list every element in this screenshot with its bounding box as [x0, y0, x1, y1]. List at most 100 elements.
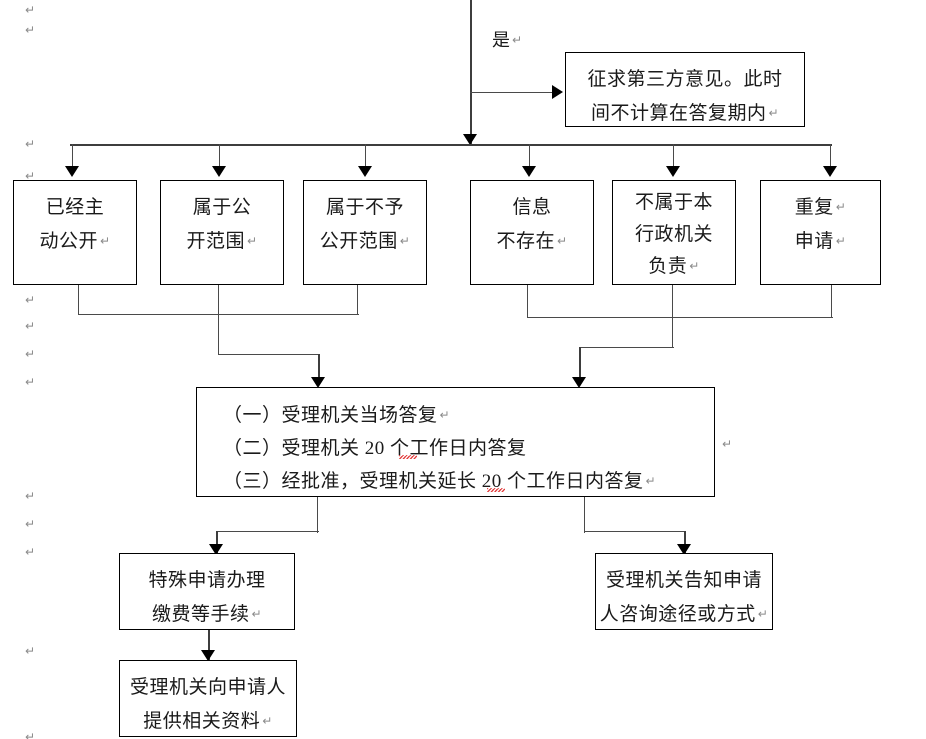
information-not-exist-box[interactable]: 信息 不存在↵	[470, 180, 594, 285]
arrowhead-spine-to-distributor	[463, 134, 477, 145]
connector-drop-6	[830, 144, 831, 170]
connector-merge-right-jog	[579, 347, 674, 348]
duplicate-application-box[interactable]: 重复↵ 申请↵	[760, 180, 881, 285]
not-this-agency-box[interactable]: 不属于本 行政机关 负责↵	[612, 180, 736, 285]
paragraph-mark: ↵	[25, 375, 36, 389]
connector-merge-left-leg-2	[218, 285, 219, 355]
connector-reply-to-special-jog	[216, 531, 319, 532]
paragraph-mark: ↵	[25, 3, 36, 17]
connector-drop-5	[673, 144, 674, 170]
yes-branch-label: 是↵	[492, 31, 522, 49]
arrowhead-right-into-reply-terms	[572, 377, 586, 388]
within-scope-line-2: 开范围↵	[186, 231, 258, 252]
reply-term-line-3: （三）经批准，受理机关延长 20 个工作日内答复↵	[223, 471, 657, 492]
paragraph-mark: ↵	[689, 259, 700, 273]
paragraph-mark: ↵	[25, 347, 36, 361]
already-disclosed-box[interactable]: 已经主 动公开↵	[13, 180, 137, 285]
special-fees-line-2: 缴费等手续↵	[151, 604, 263, 625]
arrowhead-to-third-party	[552, 85, 563, 99]
connector-main-spine	[470, 0, 472, 145]
paragraph-mark: ↵	[768, 106, 780, 120]
paragraph-mark: ↵	[835, 200, 847, 214]
inform-channel-line-1: 受理机关告知申请	[605, 570, 762, 591]
arrowhead-into-special-fees	[209, 544, 223, 555]
within-scope-line-1: 属于公	[192, 197, 252, 218]
connector-drop-1	[72, 144, 73, 170]
reply-term-line-1: （一）受理机关当场答复↵	[223, 405, 451, 426]
paragraph-mark: ↵	[25, 730, 36, 739]
connector-into-inform-channel	[684, 531, 686, 554]
paragraph-mark: ↵	[25, 137, 36, 151]
third-party-line-2: 间不计算在答复期内↵	[590, 103, 780, 124]
connector-reply-to-inform-jog	[584, 531, 684, 532]
provide-materials-box[interactable]: 受理机关向申请人 提供相关资料↵	[119, 660, 297, 737]
connector-left-into-reply-terms	[318, 354, 320, 385]
already-disclosed-line-2: 动公开↵	[39, 231, 111, 252]
duplicate-line-2: 申请↵	[794, 231, 847, 252]
arrowhead-left-into-reply-terms	[311, 377, 325, 388]
arrowhead-to-non-disclosure	[358, 166, 372, 177]
non-disclosure-scope-box[interactable]: 属于不予 公开范围↵	[303, 180, 427, 285]
already-disclosed-line-1: 已经主	[45, 197, 105, 218]
paragraph-mark: ↵	[439, 408, 451, 422]
paragraph-mark: ↵	[399, 234, 411, 248]
connector-special-to-materials	[208, 630, 210, 662]
non-disclosure-line-1: 属于不予	[325, 197, 404, 218]
reply-timeframes-box[interactable]: （一）受理机关当场答复↵ （二）受理机关 20 个工作日内答复 （三）经批准，受…	[196, 387, 715, 497]
connector-merge-left-jog	[218, 354, 320, 355]
arrowhead-into-inform-channel	[677, 544, 691, 555]
connector-merge-right-leg-4	[527, 285, 528, 318]
arrowhead-to-not-this-agency	[666, 166, 680, 177]
arrowhead-to-duplicate	[823, 166, 837, 177]
third-party-line-1: 征求第三方意见。此时	[587, 69, 783, 90]
paragraph-mark: ↵	[25, 169, 36, 183]
connector-merge-left-leg-1	[78, 285, 79, 315]
connector-merge-left-leg-3	[357, 285, 358, 315]
connector-merge-right-bar	[527, 317, 833, 318]
connector-right-into-reply-terms	[579, 347, 581, 385]
not-this-agency-line-2: 行政机关	[634, 224, 713, 245]
connector-merge-right-leg-5	[672, 285, 673, 348]
connector-merge-left-bar	[78, 314, 359, 315]
arrowhead-to-within-scope	[212, 166, 226, 177]
paragraph-mark: ↵	[25, 644, 36, 658]
connector-reply-to-special-leg	[317, 497, 318, 533]
spellcheck-underline	[487, 488, 505, 492]
connector-drop-4	[529, 144, 530, 170]
connector-drop-3	[365, 144, 366, 170]
not-exist-line-1: 信息	[512, 197, 552, 218]
paragraph-mark: ↵	[25, 319, 36, 333]
connector-spine-to-third-party	[470, 92, 556, 93]
arrowhead-into-provide-materials	[201, 650, 215, 661]
paragraph-mark: ↵	[645, 474, 657, 488]
duplicate-line-1: 重复↵	[794, 197, 847, 218]
paragraph-mark: ↵	[556, 234, 568, 248]
paragraph-mark: ↵	[99, 234, 111, 248]
not-exist-line-2: 不存在↵	[496, 231, 568, 252]
non-disclosure-line-2: 公开范围↵	[319, 231, 411, 252]
paragraph-mark: ↵	[512, 33, 523, 47]
inform-consultation-channel-box[interactable]: 受理机关告知申请 人咨询途径或方式↵	[595, 553, 773, 630]
paragraph-mark: ↵	[757, 607, 769, 621]
connector-drop-2	[219, 144, 220, 170]
paragraph-mark: ↵	[251, 607, 263, 621]
yes-branch-text: 是	[492, 30, 510, 50]
paragraph-mark: ↵	[25, 293, 36, 307]
third-party-opinion-box[interactable]: 征求第三方意见。此时 间不计算在答复期内↵	[565, 52, 805, 127]
paragraph-mark: ↵	[722, 437, 733, 451]
special-application-fees-box[interactable]: 特殊申请办理 缴费等手续↵	[119, 553, 295, 630]
arrowhead-to-not-exist	[522, 166, 536, 177]
connector-merge-right-leg-6	[831, 285, 832, 318]
within-disclosure-scope-box[interactable]: 属于公 开范围↵	[160, 180, 284, 285]
connector-into-special-fees	[216, 531, 218, 554]
paragraph-mark: ↵	[25, 23, 36, 37]
paragraph-mark: ↵	[25, 517, 36, 531]
connector-distributor-bar	[70, 144, 832, 146]
paragraph-mark: ↵	[25, 489, 36, 503]
paragraph-mark: ↵	[25, 545, 36, 559]
paragraph-mark: ↵	[246, 234, 258, 248]
provide-materials-line-1: 受理机关向申请人	[129, 677, 286, 698]
not-this-agency-line-1: 不属于本	[634, 192, 713, 213]
arrowhead-to-already-disclosed	[65, 166, 79, 177]
